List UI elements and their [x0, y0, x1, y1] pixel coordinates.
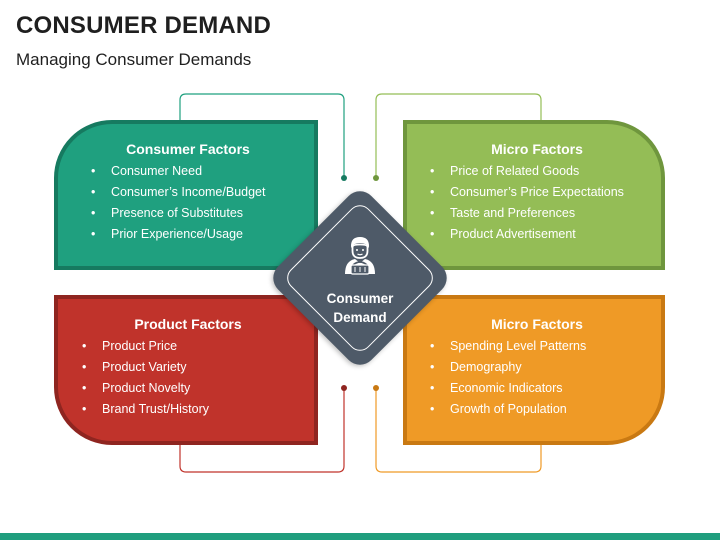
- list-item: •Spending Level Patterns: [430, 336, 586, 357]
- list-item: •Prior Experience/Usage: [91, 224, 265, 245]
- panel-list: •Spending Level Patterns •Demography •Ec…: [430, 336, 586, 420]
- bullet-icon: •: [430, 339, 435, 353]
- connector-dot-bottom-left: [341, 385, 347, 391]
- panel-micro-factors-bottom: Micro Factors •Spending Level Patterns •…: [403, 295, 665, 445]
- connector-dot-top-left: [341, 175, 347, 181]
- list-item: •Consumer Need: [91, 161, 265, 182]
- list-item: •Consumer’s Price Expectations: [430, 182, 624, 203]
- panel-title: Micro Factors: [491, 141, 583, 157]
- list-item: •Taste and Preferences: [430, 203, 624, 224]
- connector-top-right: [375, 93, 542, 178]
- panel-list: •Product Price •Product Variety •Product…: [82, 336, 209, 420]
- connector-bottom-left: [179, 388, 345, 473]
- panel-list: •Price of Related Goods •Consumer’s Pric…: [430, 161, 624, 245]
- center-diamond-border: [282, 200, 438, 356]
- list-item: •Product Variety: [82, 357, 209, 378]
- bullet-icon: •: [430, 206, 435, 220]
- center-label-line2: Demand: [333, 310, 387, 325]
- panel-title: Product Factors: [134, 316, 242, 332]
- bullet-icon: •: [430, 381, 435, 395]
- bullet-icon: •: [430, 185, 435, 199]
- list-item: •Price of Related Goods: [430, 161, 624, 182]
- connector-bottom-right: [375, 388, 542, 473]
- list-item: •Product Advertisement: [430, 224, 624, 245]
- list-item: •Consumer’s Income/Budget: [91, 182, 265, 203]
- connector-dot-top-right: [373, 175, 379, 181]
- bullet-icon: •: [82, 402, 87, 416]
- bullet-icon: •: [91, 185, 96, 199]
- panel-product-factors: Product Factors •Product Price •Product …: [54, 295, 318, 445]
- page-subtitle: Managing Consumer Demands: [16, 50, 252, 69]
- panel-consumer-factors: Consumer Factors •Consumer Need •Consume…: [54, 120, 318, 270]
- center-label: Consumer Demand: [300, 289, 420, 327]
- list-item: •Demography: [430, 357, 586, 378]
- person-with-basket-icon: [345, 237, 375, 275]
- list-item: •Brand Trust/History: [82, 399, 209, 420]
- list-item: •Economic Indicators: [430, 378, 586, 399]
- list-item: •Product Price: [82, 336, 209, 357]
- bullet-icon: •: [430, 227, 435, 241]
- center-node: Consumer Demand: [260, 178, 460, 378]
- bullet-icon: •: [430, 360, 435, 374]
- connector-dot-bottom-right: [373, 385, 379, 391]
- bullet-icon: •: [82, 381, 87, 395]
- bullet-icon: •: [82, 339, 87, 353]
- bullet-icon: •: [91, 206, 96, 220]
- footer-bar: [0, 533, 720, 540]
- list-item: •Growth of Population: [430, 399, 586, 420]
- bullet-icon: •: [91, 227, 96, 241]
- panel-micro-factors-top: Micro Factors •Price of Related Goods •C…: [403, 120, 665, 270]
- bullet-icon: •: [430, 164, 435, 178]
- page-title: CONSUMER DEMAND: [16, 12, 271, 39]
- connector-top-left: [179, 93, 345, 178]
- bullet-icon: •: [430, 402, 435, 416]
- list-item: •Product Novelty: [82, 378, 209, 399]
- panel-title: Consumer Factors: [126, 141, 250, 157]
- bullet-icon: •: [91, 164, 96, 178]
- bullet-icon: •: [82, 360, 87, 374]
- panel-list: •Consumer Need •Consumer’s Income/Budget…: [91, 161, 265, 245]
- center-label-line1: Consumer: [326, 291, 394, 306]
- panel-title: Micro Factors: [491, 316, 583, 332]
- list-item: •Presence of Substitutes: [91, 203, 265, 224]
